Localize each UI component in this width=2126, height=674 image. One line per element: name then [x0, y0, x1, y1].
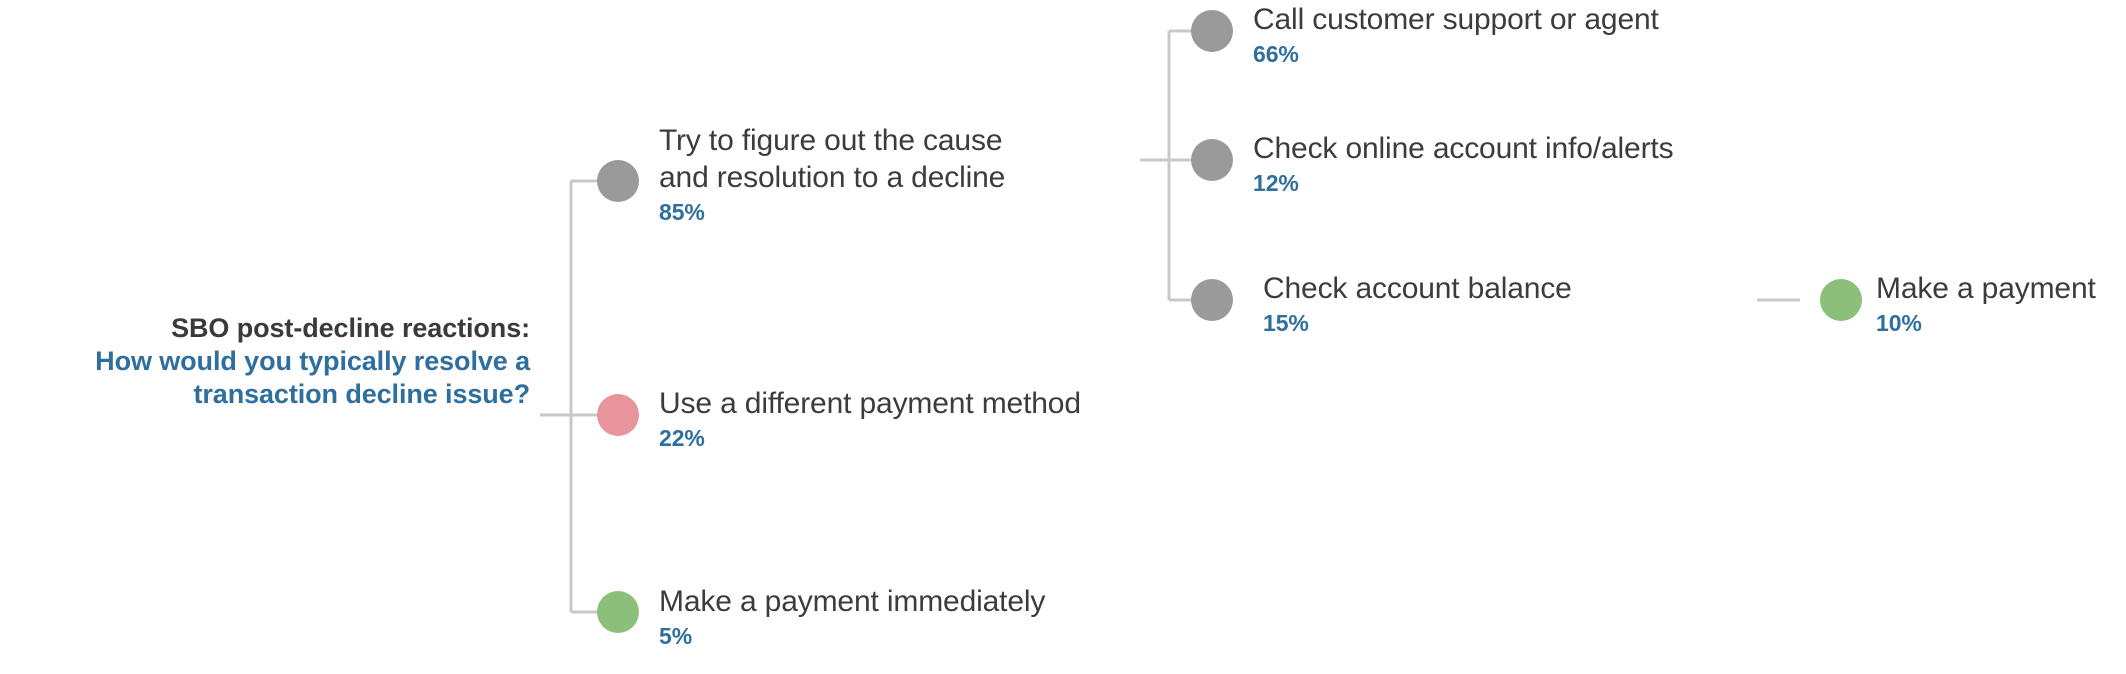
root-question-line-2: transaction decline issue? — [193, 378, 530, 409]
node-dot-gray — [1191, 279, 1233, 321]
node-dot-green — [1820, 279, 1862, 321]
node-label: Call customer support or agent — [1253, 3, 1659, 36]
node-label-line-1: Try to figure out the cause — [659, 124, 1003, 157]
node-label: Check online account info/alerts — [1253, 132, 1674, 165]
node-dot-gray — [597, 160, 639, 202]
root-title: SBO post-decline reactions: — [171, 313, 530, 343]
node-percent: 85% — [659, 199, 705, 226]
root-question-block: SBO post-decline reactions: How would yo… — [0, 312, 530, 411]
root-question-line-1: How would you typically resolve a — [95, 345, 530, 376]
node-label: Make a payment immediately — [659, 585, 1046, 618]
node-dot-pink — [597, 394, 639, 436]
node-percent: 15% — [1263, 310, 1309, 337]
node-dot-green — [597, 591, 639, 633]
node-label: Check account balance — [1263, 272, 1572, 305]
node-percent: 66% — [1253, 41, 1299, 68]
node-percent: 22% — [659, 425, 705, 452]
node-label-line-2: and resolution to a decline — [659, 161, 1006, 195]
node-percent: 12% — [1253, 170, 1299, 197]
node-percent: 10% — [1876, 310, 1922, 337]
node-label: Make a payment — [1876, 272, 2096, 305]
node-dot-gray — [1191, 139, 1233, 181]
node-percent: 5% — [659, 623, 693, 650]
node-label: Use a different payment method — [659, 387, 1081, 420]
node-dot-gray — [1191, 10, 1233, 52]
